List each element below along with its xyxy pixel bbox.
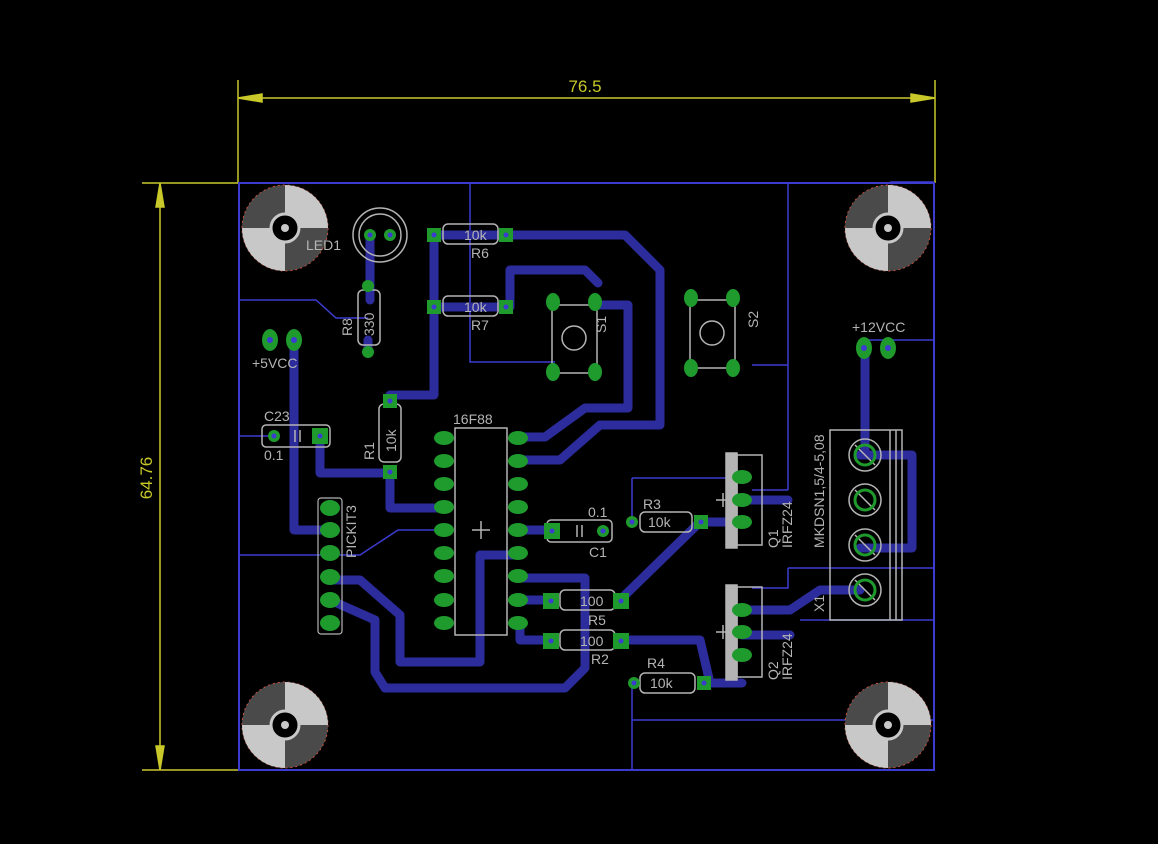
s2-label: S2	[745, 311, 761, 328]
r1-value: 10k	[383, 428, 399, 452]
r2-value: 100	[580, 633, 604, 649]
x1-value: MKDSN1,5/4-5,08	[811, 434, 827, 548]
r8-label: R8	[339, 318, 355, 336]
q2-label: Q2	[765, 661, 781, 680]
r7-body	[442, 295, 499, 317]
thin-traces	[240, 181, 934, 770]
width-dimension	[237, 80, 936, 183]
mounting-hole-bottom-left	[241, 681, 329, 769]
height-dimension	[142, 182, 238, 771]
switch-s2	[689, 299, 736, 369]
r6-label: R6	[471, 245, 489, 261]
r6-body	[442, 223, 499, 245]
r4-label: R4	[647, 655, 665, 671]
led1-footprint	[352, 207, 408, 263]
s1-label: S1	[593, 316, 609, 333]
c1-label: C1	[589, 544, 607, 560]
c23-label: C23	[264, 408, 290, 424]
r3-body	[639, 511, 693, 533]
r4-value: 10k	[650, 675, 674, 691]
height-dimension-label: 64.76	[137, 457, 156, 500]
mounting-hole-bottom-right	[844, 681, 932, 769]
width-dimension-label: 76.5	[568, 77, 601, 96]
q1-label: Q1	[765, 529, 781, 548]
r6-value: 10k	[464, 227, 488, 243]
silkscreen-labels: LED1 R6 10k R7 10k R8 330 S1 S2 +5VCC +1…	[252, 227, 905, 691]
ic-label: 16F88	[453, 411, 493, 427]
pickit-label: PICKIT3	[343, 505, 359, 558]
c1-value: 0.1	[588, 504, 608, 520]
r7-label: R7	[471, 317, 489, 333]
pad-drill-holes	[267, 232, 891, 686]
ic-16f88-outline	[454, 427, 508, 636]
vcc5-label: +5VCC	[252, 355, 298, 371]
pads	[262, 228, 896, 690]
r5-value: 100	[580, 593, 604, 609]
q1-value: IRFZ24	[779, 501, 795, 548]
switch-s1	[551, 304, 598, 374]
thick-traces	[289, 230, 917, 693]
led1-label: LED1	[306, 237, 341, 253]
pickit3-header-outline	[317, 497, 343, 635]
vcc12-label: +12VCC	[852, 319, 905, 335]
r7-value: 10k	[464, 299, 488, 315]
r3-value: 10k	[648, 514, 672, 530]
mounting-hole-top-left	[241, 184, 329, 272]
r3-label: R3	[643, 496, 661, 512]
r8-value: 330	[361, 312, 377, 336]
c23-body	[261, 424, 331, 448]
board-outline	[238, 182, 935, 771]
r1-label: R1	[361, 442, 377, 460]
x1-label: X1	[811, 595, 827, 612]
c23-value: 0.1	[264, 447, 284, 463]
q2-value: IRFZ24	[779, 633, 795, 680]
mounting-hole-top-right	[844, 184, 932, 272]
r2-label: R2	[591, 651, 609, 667]
r5-label: R5	[588, 612, 606, 628]
mounting-holes	[241, 184, 932, 769]
